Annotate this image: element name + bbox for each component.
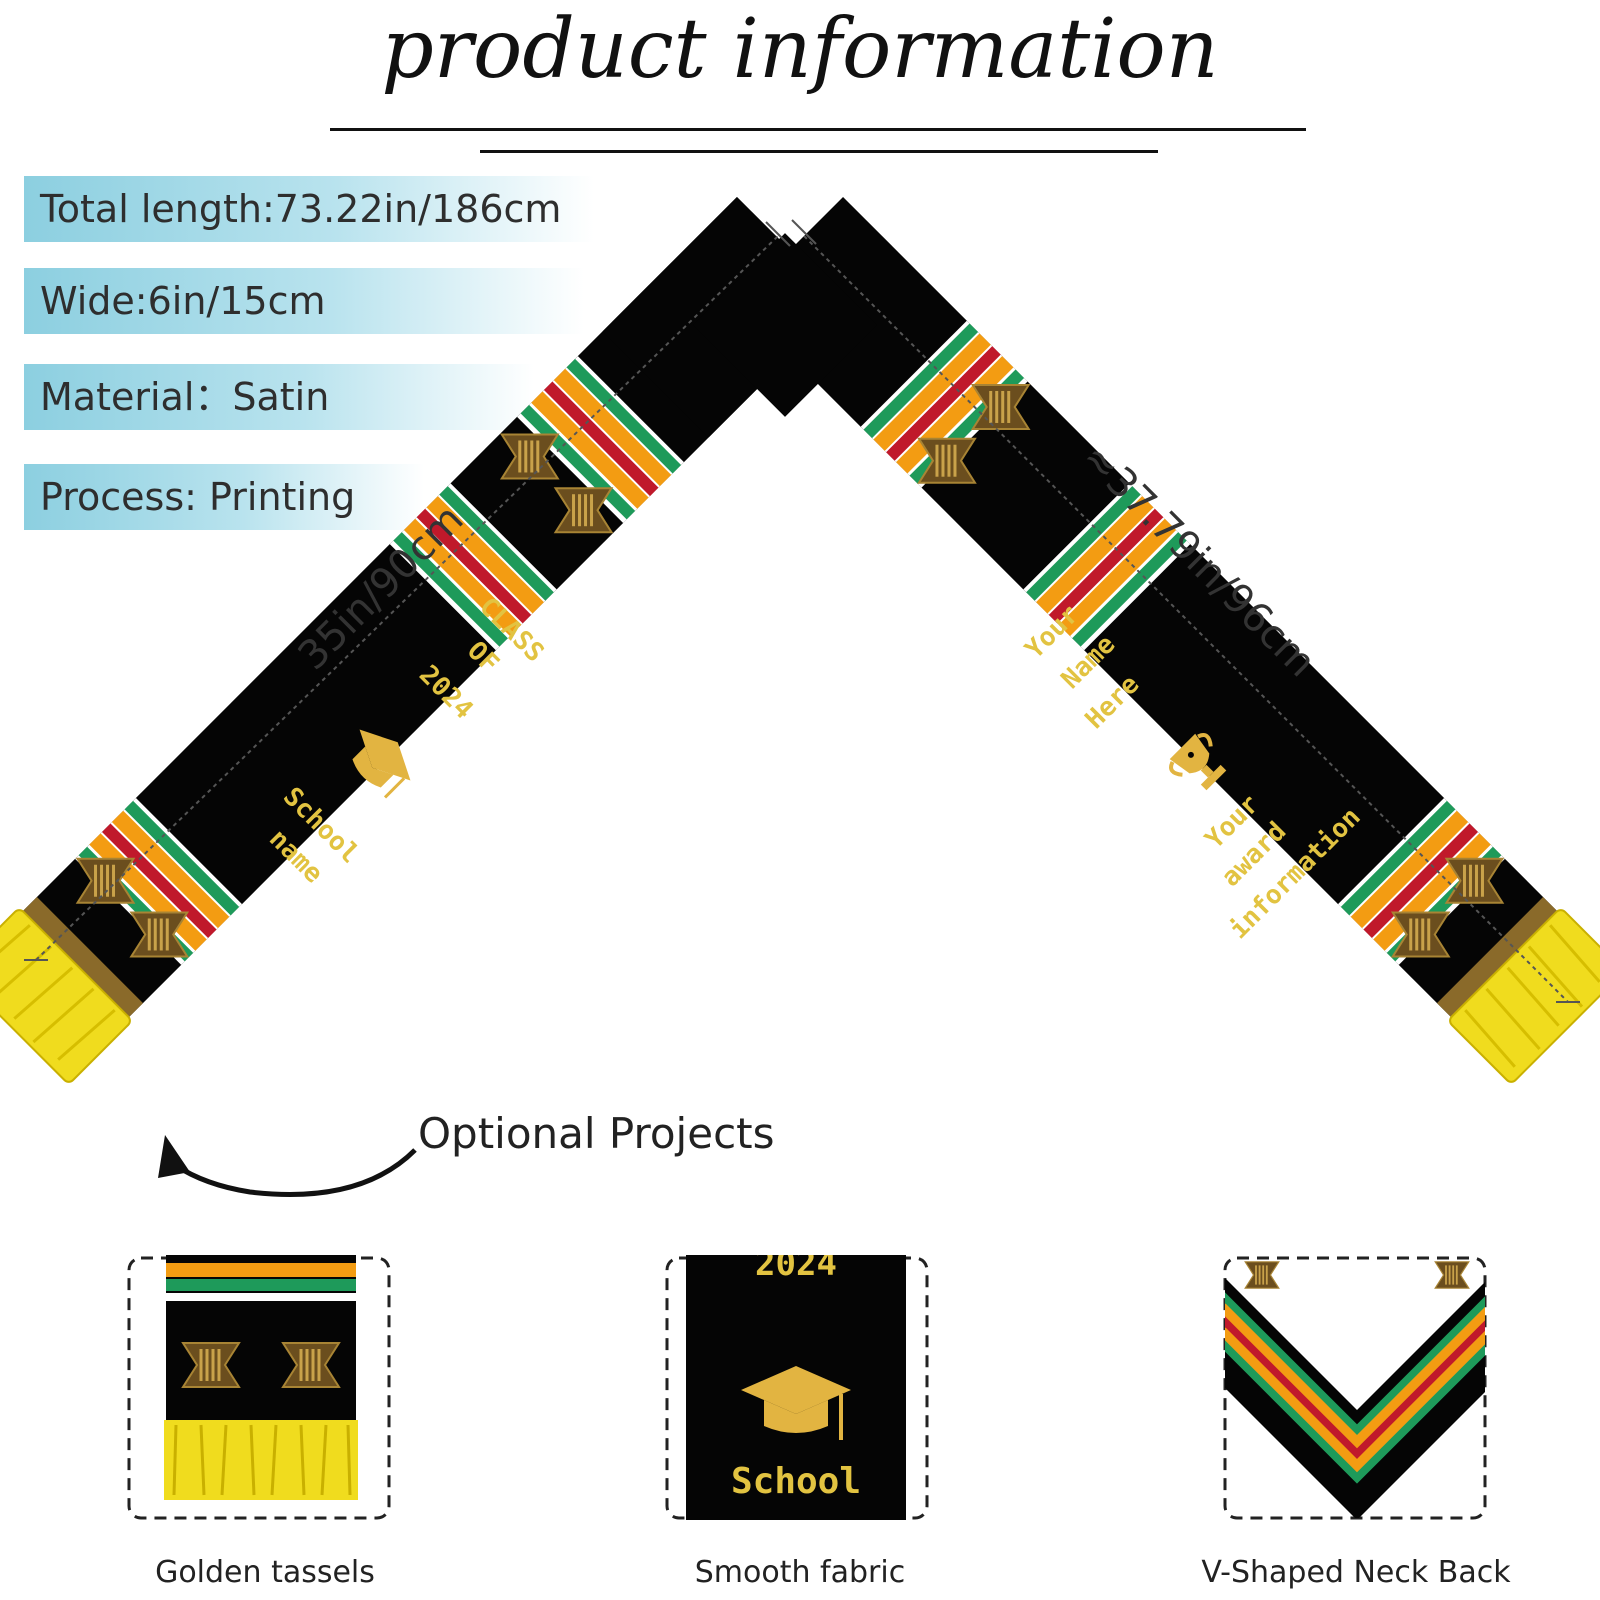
spec-width: Wide:6in/15cm	[24, 268, 584, 334]
smooth-fabric-thumbnail: 2024 School	[665, 1255, 929, 1520]
title-divider-bottom	[480, 150, 1158, 153]
title-divider-top	[330, 128, 1306, 131]
stole-diagram: CLASS OF 2024 School name Your Name Here…	[0, 196, 1600, 1197]
v-neck-thumbnail	[1223, 1256, 1487, 1520]
caption-v-shaped-neck: V-Shaped Neck Back	[1201, 1555, 1511, 1590]
spec-process: Process: Printing	[24, 464, 424, 530]
fabric-school-text: School	[731, 1461, 861, 1502]
stole-apex-block	[693, 233, 877, 417]
trophy-icon	[1169, 733, 1227, 791]
callout-optional-projects: Optional Projects	[418, 1109, 775, 1158]
caption-golden-tassels: Golden tassels	[155, 1555, 375, 1590]
spec-material: Material：Satin	[24, 364, 534, 430]
spec-total-length: Total length:73.22in/186cm	[24, 176, 594, 242]
golden-tassels-thumbnail	[127, 1255, 391, 1520]
caption-smooth-fabric: Smooth fabric	[694, 1555, 906, 1590]
stole-right-arm	[736, 196, 1600, 1083]
fabric-year-text: 2024	[755, 1255, 837, 1284]
page-title: product information	[381, 2, 1219, 97]
fabric-grad-cap-icon	[741, 1366, 851, 1440]
callout-arrow-icon	[173, 1148, 417, 1197]
